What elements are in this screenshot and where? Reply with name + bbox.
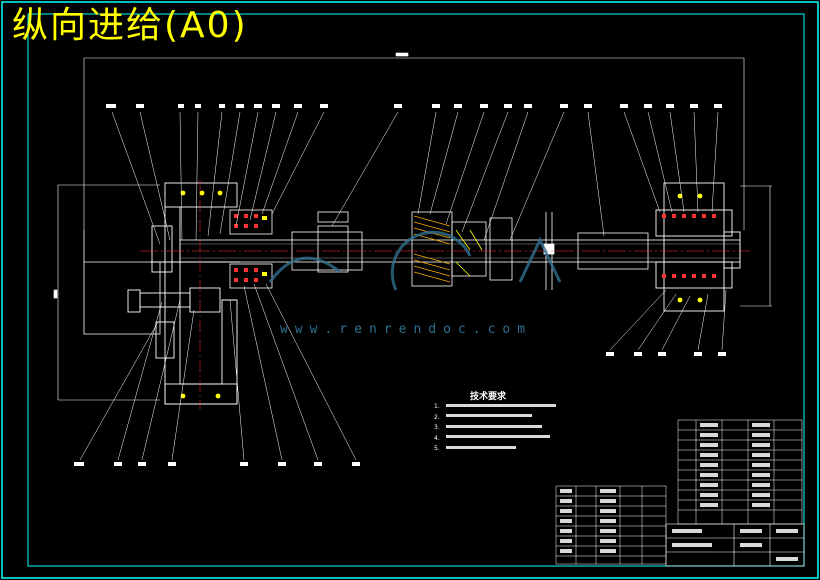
right-bearing-housing bbox=[655, 182, 741, 312]
right-housing-bolts bbox=[677, 193, 703, 303]
parts-list-cells bbox=[700, 423, 770, 507]
drawing-title: 纵向进给(A0) bbox=[12, 5, 248, 46]
leader-lines-top bbox=[111, 111, 719, 245]
leader-ticks-bottom bbox=[74, 352, 726, 466]
right-dimension bbox=[740, 185, 772, 307]
leader-ticks-top bbox=[106, 104, 722, 108]
right-bearing-balls bbox=[662, 214, 716, 278]
leader-lines-bottom bbox=[79, 283, 727, 461]
tech-requirements-heading: 技术要求 bbox=[470, 392, 507, 402]
tech-requirement-item: 3. bbox=[434, 424, 440, 431]
gearbox-bolts bbox=[180, 190, 223, 399]
tech-requirement-item: 2. bbox=[434, 413, 440, 421]
tech-requirement-item: 1. bbox=[434, 403, 440, 410]
left-bearing-block bbox=[229, 209, 273, 289]
parts-list-table bbox=[677, 419, 803, 525]
tech-requirements-lines bbox=[446, 404, 556, 449]
gearbox-housing bbox=[127, 182, 240, 405]
tech-requirement-item: 4. bbox=[434, 434, 440, 442]
watermark-text: www.renrendoc.com bbox=[280, 322, 533, 337]
top-dimension bbox=[83, 52, 745, 230]
title-block bbox=[665, 523, 805, 567]
inner-frame bbox=[27, 13, 805, 567]
nut-assembly bbox=[411, 211, 513, 287]
tech-requirements-list: 1. 2. 3. 4. 5. bbox=[434, 402, 440, 455]
left-dimension bbox=[53, 184, 160, 401]
motor-body bbox=[83, 230, 161, 335]
tech-requirement-item: 5. bbox=[434, 445, 440, 452]
nut-thread bbox=[413, 215, 451, 283]
parts-list-lower-cells bbox=[560, 489, 616, 553]
title-block-cells bbox=[672, 529, 798, 561]
nut-hatch bbox=[455, 229, 483, 277]
watermark-logo bbox=[268, 230, 562, 291]
